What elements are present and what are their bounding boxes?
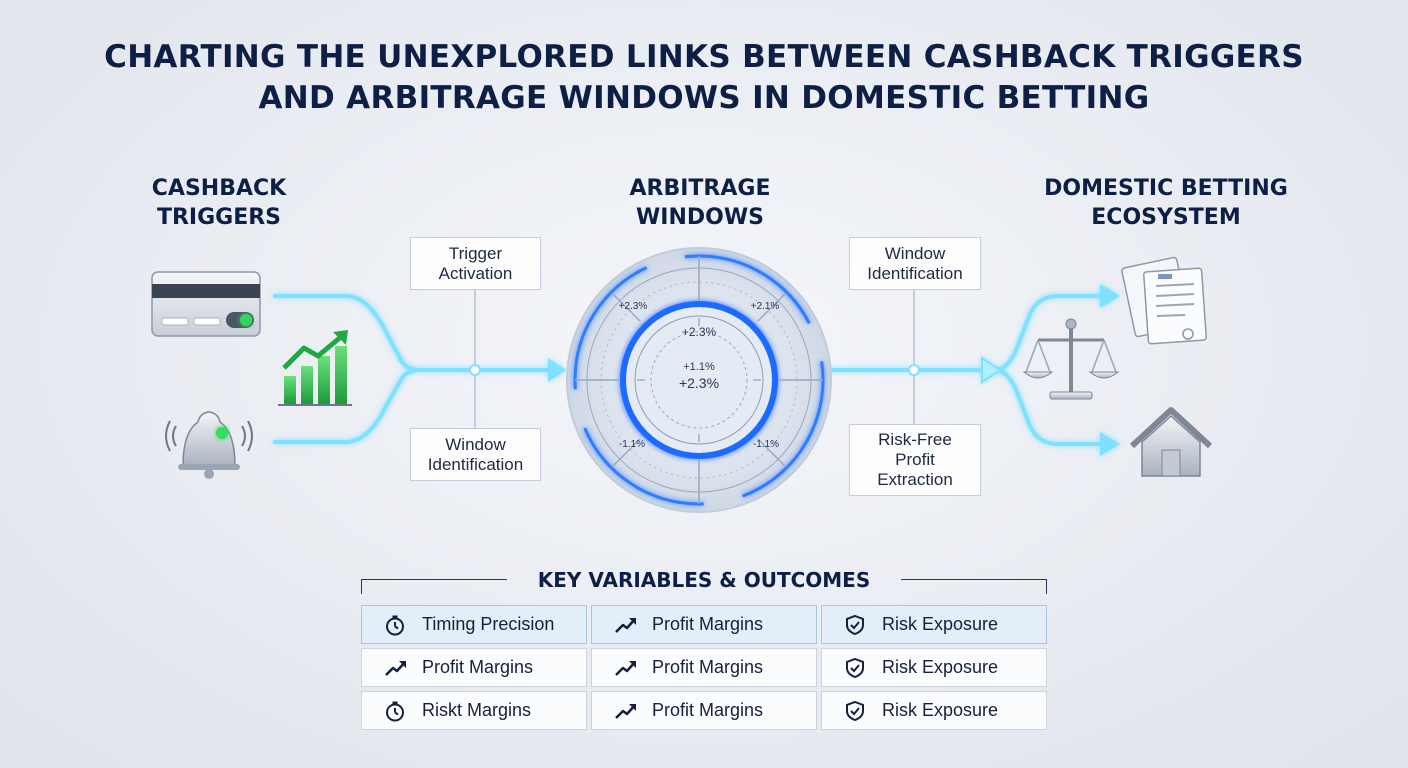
scales-icon [1022, 318, 1120, 400]
kv-cell-6-label: Risk Exposure [882, 657, 999, 677]
box-trigger-activation: Trigger Activation [410, 237, 541, 290]
kv-cell-5: Profit Margins [591, 648, 817, 687]
kv-cell-7-label: Riskt Margins [422, 700, 532, 720]
section-title-arbitrage: ARBITRAGE WINDOWS [560, 174, 840, 232]
documents-icon [1121, 256, 1207, 345]
box-risk-free-line3: Extraction [877, 470, 953, 489]
box-window-identification-left: Window Identification [410, 428, 541, 481]
dial-label-center-big: +2.3% [679, 375, 719, 391]
dial-label-outer-tl: +2.3% [619, 301, 648, 312]
kv-cell-1-label: Timing Precision [422, 614, 555, 634]
dial-label-outer-br: -1.1% [753, 439, 779, 450]
kv-cell-9-label: Risk Exposure [882, 700, 999, 720]
section-title-cashback-line2: TRIGGERS [156, 205, 282, 230]
key-variables-title: KEY VARIABLES & OUTCOMES [537, 568, 871, 592]
left-flow-lines [273, 294, 550, 444]
key-variables-grid: Timing Precision Profit Margins Risk Exp… [361, 605, 1047, 730]
kv-cell-6: Risk Exposure [821, 648, 1047, 687]
kv-tick-left [361, 579, 362, 594]
section-title-arbitrage-line2: WINDOWS [636, 205, 764, 230]
right-mid-arrow-head [981, 356, 1002, 384]
main-title-line-2: AND ARBITRAGE WINDOWS IN DOMESTIC BETTIN… [258, 80, 1150, 116]
right-node [908, 364, 920, 376]
box-risk-free-line1: Risk-Free [878, 430, 952, 449]
kv-cell-7: Riskt Margins [361, 691, 587, 730]
box-window-identification-right-line1: Window [884, 243, 946, 263]
shield-check-icon [844, 614, 870, 636]
trend-up-icon [614, 700, 640, 722]
credit-card-icon [151, 271, 261, 337]
main-title-line-1: CHARTING THE UNEXPLORED LINKS BETWEEN CA… [104, 39, 1304, 75]
shield-check-icon [844, 657, 870, 679]
box-trigger-activation-line1: Trigger [448, 243, 503, 263]
kv-cell-2: Profit Margins [591, 605, 817, 644]
trend-up-icon [614, 614, 640, 636]
section-title-cashback-line1: CASHBACK [151, 176, 287, 201]
box-window-identification-left-line2: Identification [427, 454, 524, 474]
kv-cell-9: Risk Exposure [821, 691, 1047, 730]
stopwatch-icon [384, 700, 410, 722]
kv-rule-right [901, 579, 1047, 580]
kv-cell-8: Profit Margins [591, 691, 817, 730]
dial-label-inner-top: +2.3% [682, 325, 717, 339]
kv-cell-1: Timing Precision [361, 605, 587, 644]
left-node [469, 364, 481, 376]
house-icon [1129, 407, 1213, 477]
box-risk-free-profit-extraction: Risk-Free Profit Extraction [849, 424, 981, 496]
bell-icon [165, 411, 253, 479]
right-top-arrow-head [1100, 284, 1120, 308]
kv-cell-8-label: Profit Margins [652, 700, 764, 720]
dial-label-outer-bl: -1.1% [619, 439, 645, 450]
section-title-domestic-line1: DOMESTIC BETTING [1044, 176, 1288, 201]
section-title-arbitrage-line1: ARBITRAGE [629, 176, 771, 201]
trend-up-icon [384, 657, 410, 679]
box-risk-free-line2: Profit [895, 450, 935, 469]
right-bottom-arrow-head [1100, 432, 1120, 456]
dial-label-outer-tr: +2.1% [751, 301, 780, 312]
box-window-identification-right: Window Identification [849, 237, 981, 290]
arbitrage-dial [566, 247, 832, 513]
stopwatch-icon [384, 614, 410, 636]
kv-cell-3-label: Risk Exposure [882, 614, 999, 634]
box-trigger-activation-line2: Activation [438, 263, 513, 283]
kv-cell-4: Profit Margins [361, 648, 587, 687]
kv-cell-2-label: Profit Margins [652, 614, 764, 634]
right-flow-lines [828, 294, 1102, 446]
kv-rule-left [361, 579, 507, 580]
left-arrow-head [548, 358, 566, 382]
kv-tick-right [1046, 579, 1047, 594]
kv-cell-3: Risk Exposure [821, 605, 1047, 644]
kv-cell-4-label: Profit Margins [422, 657, 534, 677]
section-title-domestic-line2: ECOSYSTEM [1091, 205, 1241, 230]
kv-cell-5-label: Profit Margins [652, 657, 764, 677]
growth-chart-icon [278, 330, 352, 406]
section-title-cashback: CASHBACK TRIGGERS [100, 174, 338, 232]
box-window-identification-right-line2: Identification [867, 263, 963, 283]
section-title-domestic: DOMESTIC BETTING ECOSYSTEM [1016, 174, 1316, 232]
dial-label-center-small: +1.1% [683, 361, 715, 373]
box-window-identification-left-line1: Window [445, 434, 506, 454]
trend-up-icon [614, 657, 640, 679]
shield-check-icon [844, 700, 870, 722]
